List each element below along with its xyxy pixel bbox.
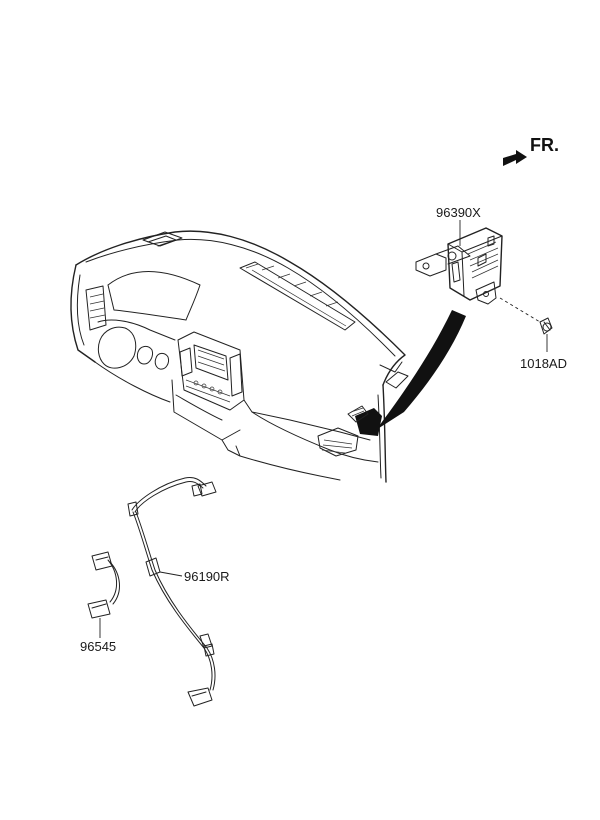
connector-96545: 96545 <box>80 551 120 654</box>
location-pointer <box>347 310 466 436</box>
front-arrow-icon <box>503 150 527 166</box>
module-96390x: 96390X <box>415 205 503 305</box>
dashboard-panel <box>70 230 409 483</box>
part-number-96545: 96545 <box>80 639 116 654</box>
harness-96190r: 96190R <box>127 477 230 707</box>
part-number-1018ad: 1018AD <box>520 356 567 371</box>
part-number-96190r: 96190R <box>184 569 230 584</box>
front-direction-label: FR. <box>530 135 559 155</box>
screw-1018ad: 1018AD <box>499 297 567 371</box>
front-direction-indicator: FR. <box>503 135 559 166</box>
part-number-96390x: 96390X <box>436 205 481 220</box>
